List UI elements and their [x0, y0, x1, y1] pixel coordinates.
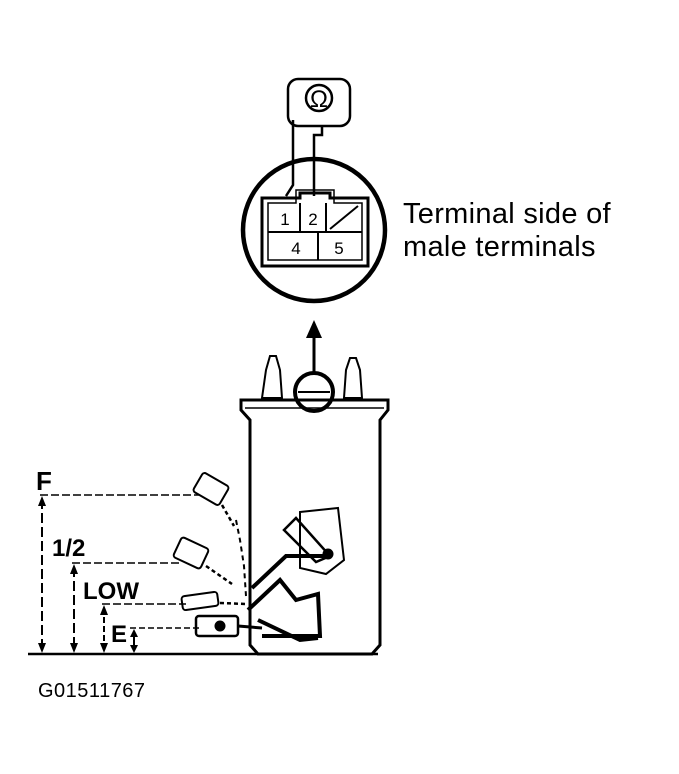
connector-location-circle [293, 371, 335, 413]
ohmmeter [286, 77, 352, 128]
sender-unit [239, 355, 390, 656]
connector-magnified-view [240, 156, 388, 304]
figure-id: G01511767 [38, 680, 146, 702]
meter-lead-right [312, 126, 324, 196]
level-empty-label: E [111, 621, 127, 648]
float-full [192, 472, 236, 527]
float-arm-upper [250, 554, 330, 590]
float-arm-mechanism [246, 506, 346, 643]
terminal-1-label: 1 [280, 210, 289, 229]
connector-housing [260, 191, 370, 268]
terminal-5-label: 5 [334, 239, 343, 258]
level-half-label: 1/2 [52, 535, 85, 562]
float-positions [172, 472, 263, 638]
float-arm-lower [246, 577, 323, 638]
float-low [180, 590, 247, 612]
magnify-arrow [306, 320, 322, 372]
connector-inner-outline [267, 189, 363, 261]
terminal-4-label: 4 [291, 239, 300, 258]
float-arm-base [257, 618, 319, 643]
height-dimensions [28, 494, 378, 656]
level-low-label: LOW [83, 578, 139, 605]
ohmmeter-body [286, 77, 352, 128]
float-travel-arc [235, 519, 247, 597]
terminal-2-label: 2 [308, 210, 317, 229]
sender-resistor-plate [299, 506, 346, 576]
left-pipe [260, 355, 284, 399]
ohmmeter-dial [304, 83, 334, 113]
right-pipe [342, 357, 364, 399]
callout-line-2: male terminals [403, 231, 596, 263]
ohm-symbol: Ω [310, 86, 328, 113]
meter-leads [284, 120, 324, 197]
magnifier-circle [240, 156, 388, 304]
blank-cavity-slash [329, 205, 359, 230]
float-half [172, 536, 233, 586]
arm-pivot [322, 548, 334, 560]
level-full-label: F [36, 466, 52, 496]
callout-line-1: Terminal side of [403, 198, 611, 230]
connector-callout: Terminal side of male terminals [403, 198, 673, 264]
float-empty [194, 614, 263, 638]
meter-lead-left [284, 120, 295, 197]
dimension-arrowheads [38, 496, 138, 653]
